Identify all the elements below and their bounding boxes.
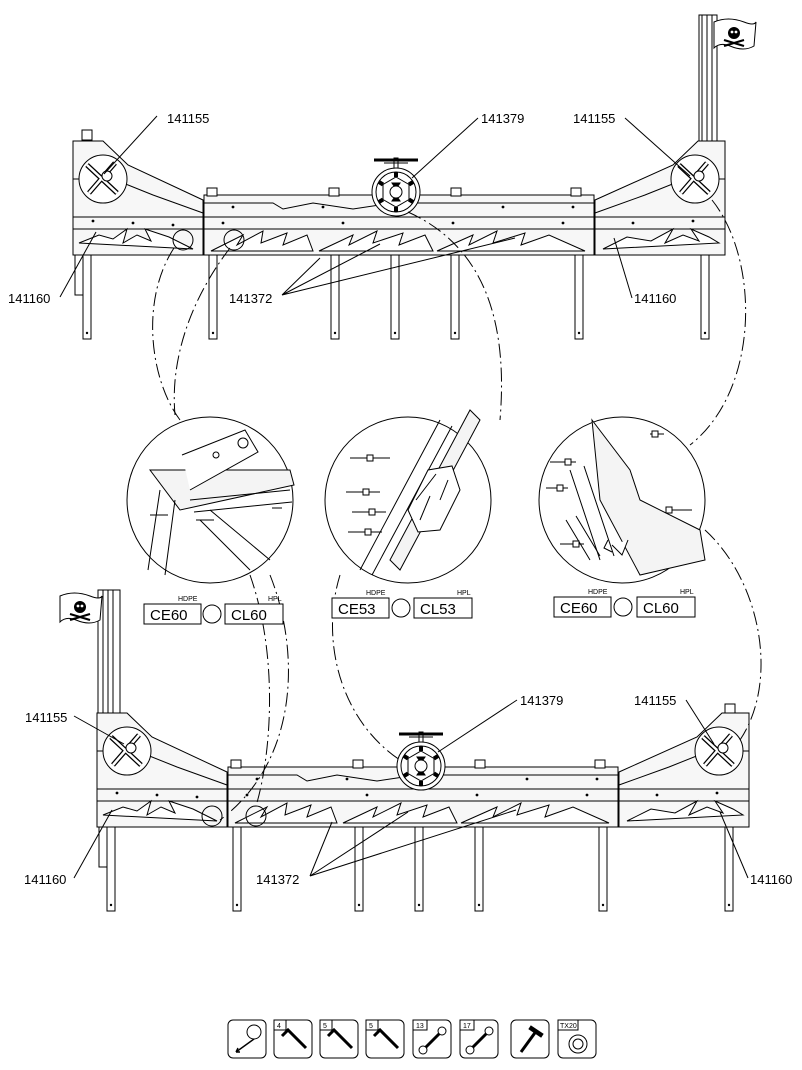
detail-right-code-b: CL60 <box>643 600 679 617</box>
detail-connectors <box>152 199 762 821</box>
hammer-icon <box>510 1019 550 1059</box>
detail-left-code-b: CL60 <box>231 607 267 624</box>
bottom-label-left-top: 141155 <box>25 710 67 725</box>
top-label-right-top: 141155 <box>573 111 615 126</box>
bottom-label-right-bottom: 141160 <box>750 872 792 887</box>
tool-size-6: 17 <box>463 1023 471 1030</box>
bottom-assembly <box>58 589 749 911</box>
top-label-left-top: 141155 <box>167 111 209 126</box>
top-label-right-bottom: 141160 <box>634 291 676 306</box>
detail-center-code-b: CL53 <box>420 601 456 618</box>
detail-right <box>538 416 706 584</box>
bottom-pirate-flag-icon <box>58 591 104 625</box>
detail-right-code-a: CE60 <box>560 600 598 617</box>
detail-left-hpl: HPL <box>268 596 282 603</box>
top-ship-wheel <box>370 156 422 218</box>
bottom-label-center: 141372 <box>256 872 299 887</box>
top-label-left-bottom: 141160 <box>8 291 50 306</box>
detail-center-hdpe: HDPE <box>366 590 386 597</box>
torx-bit-icon <box>557 1019 597 1059</box>
top-assembly <box>59 14 758 339</box>
detail-right-hpl: HPL <box>680 589 694 596</box>
bottom-label-right-top: 141155 <box>634 693 676 708</box>
top-label-wheel: 141379 <box>481 111 524 126</box>
hex-key-icon <box>319 1019 359 1059</box>
tool-size-4: 5 <box>369 1023 373 1030</box>
hex-key-icon <box>273 1019 313 1059</box>
detail-left-hdpe: HDPE <box>178 596 198 603</box>
material-spec-left <box>143 603 284 625</box>
tool-size-5: 13 <box>416 1023 424 1030</box>
tools-bar <box>227 1019 597 1059</box>
tool-size-8: TX20 <box>560 1023 577 1030</box>
material-spec-center <box>331 597 473 619</box>
detail-right-hdpe: HDPE <box>588 589 608 596</box>
top-label-center: 141372 <box>229 291 272 306</box>
socket-wrench-icon <box>459 1019 499 1059</box>
detail-center-code-a: CE53 <box>338 601 376 618</box>
material-spec-right <box>553 596 696 618</box>
socket-wrench-icon <box>412 1019 452 1059</box>
detail-center-hpl: HPL <box>457 590 471 597</box>
bottom-label-wheel: 141379 <box>520 693 563 708</box>
top-pirate-flag-icon <box>712 17 758 51</box>
tool-size-3: 5 <box>323 1023 327 1030</box>
hex-key-icon <box>365 1019 405 1059</box>
tape-measure-icon <box>227 1019 267 1059</box>
bottom-ship-wheel <box>395 730 447 792</box>
tool-size-2: 4 <box>277 1023 281 1030</box>
detail-left-code-a: CE60 <box>150 607 188 624</box>
detail-left <box>126 416 295 584</box>
detail-center <box>324 409 492 584</box>
bottom-label-left-bottom: 141160 <box>24 872 66 887</box>
